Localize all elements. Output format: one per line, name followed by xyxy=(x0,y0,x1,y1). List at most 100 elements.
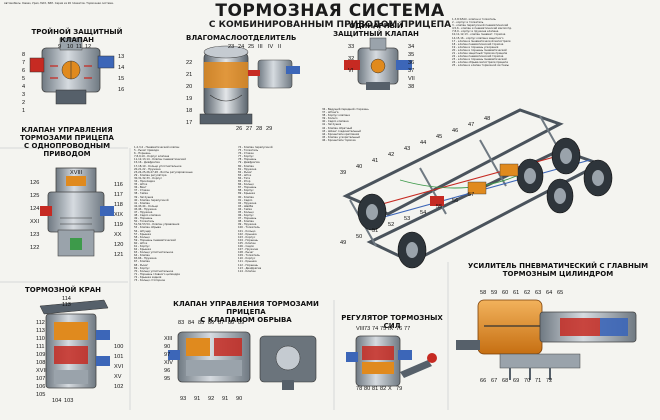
callout-number: XIX xyxy=(114,212,124,218)
legend-line: 37 - Штанга xyxy=(322,111,339,115)
callout-number: 36 xyxy=(408,60,415,66)
legend-line: 40 - Седло клапана xyxy=(322,120,349,124)
legend-line: 18 - клапан пневматический тормоза xyxy=(452,42,504,46)
callout-number: VII xyxy=(408,76,415,82)
legend-line: 50 - Толкатель xyxy=(134,220,155,224)
callout-number: 119 xyxy=(114,222,123,228)
legend-line: 44 - Кронштейн крепления xyxy=(322,132,360,136)
callout-number: 78 xyxy=(356,386,363,392)
booster-drawing xyxy=(456,299,637,380)
callout-number: 82 xyxy=(380,386,387,392)
legend-line: 67 - Клапан xyxy=(134,260,150,264)
callout-number: 23 xyxy=(228,44,235,50)
callout-number: 91 xyxy=(194,396,201,402)
legend-line: 77 - Корпус xyxy=(238,155,254,159)
legend-line: 108 - Рычаг xyxy=(238,251,254,255)
legend-line: 39 - Колесо xyxy=(322,117,338,121)
callout-number: 125 xyxy=(30,193,40,199)
legend-line: 104 - Поршень xyxy=(238,238,258,242)
legend-line: 111 - Крышка xyxy=(238,260,257,264)
legend-line: 112 - Поршень xyxy=(238,263,258,267)
legend-line: 69 - Корпус xyxy=(134,266,150,270)
legend-line: 87 - Поршень xyxy=(238,186,257,190)
callout-number: 79 xyxy=(396,386,403,392)
legend-line: 17,18,19 - Кольцо уплотнительное xyxy=(134,164,182,168)
callout-number: 22 xyxy=(186,60,193,66)
callout-number: 111 xyxy=(36,344,45,350)
legend-line: 23,24,25,26,27,28 - Болты регулировочные xyxy=(134,170,193,174)
callout-number: IX xyxy=(388,326,394,332)
legend-line: 78 - Поршень xyxy=(238,158,257,162)
callout-number: 126 xyxy=(30,180,40,186)
legend-line: 40 - Клапан перепускной xyxy=(134,198,169,202)
legend-line: 15,16 - Диафрагма xyxy=(134,161,160,165)
legend-line: 113 - Диафрагма xyxy=(238,266,262,270)
legend-line: 94 - Гайка xyxy=(238,207,252,211)
legend-line: 37 - Стакан xyxy=(134,189,150,193)
legend-line: 35 - Шток xyxy=(134,183,148,187)
legend-line: 83 - Шток xyxy=(238,173,252,177)
callout-number: 39 xyxy=(340,170,347,176)
callout-number: 103 xyxy=(64,398,74,404)
legend-line: 93 - Шайба xyxy=(238,204,254,208)
callout-number: 77 xyxy=(404,326,411,332)
callout-number: 65 xyxy=(557,290,564,296)
legend-line: 80 - Клапан xyxy=(238,164,254,168)
legend-line: 89 - Крышка xyxy=(238,192,255,196)
legend-line: 74 - Клапан перепускной xyxy=(238,146,273,149)
callout-number: 92 xyxy=(208,396,215,402)
callout-number: 16 xyxy=(118,87,125,93)
callout-number: 71 xyxy=(535,378,542,384)
callout-number: 50 xyxy=(356,234,363,240)
callout-number: 20 xyxy=(186,84,193,90)
caption-single-valve: ОДИНАРНЫЙ ЗАЩИТНЫЙ КЛАПАН xyxy=(333,22,419,38)
legend-line: 4,5,6 - клапан и пневматический маслоотд… xyxy=(452,27,512,31)
legend-line: 58 - Кольцо xyxy=(134,235,150,239)
brake-pedal-lever xyxy=(39,299,109,315)
callout-number: X xyxy=(388,386,392,392)
legend-line: 5 - Рычаг привода xyxy=(134,149,159,153)
legend-line: 49 - Поршень xyxy=(134,217,153,221)
callout-number: 6 xyxy=(22,68,26,74)
callout-number: 109 xyxy=(36,352,46,358)
callout-number: 12 xyxy=(85,44,92,50)
legend-line: 59 - Поршень пневматический xyxy=(134,238,176,242)
callout-number: 32 xyxy=(348,56,355,62)
callout-number: 73 xyxy=(364,326,371,332)
legend-line: 102 - Крышка xyxy=(238,232,257,236)
legend-line: 75 - Толкатель xyxy=(238,149,259,153)
legend-line: 88 - Корпус xyxy=(238,189,254,193)
callout-number: 70 xyxy=(524,378,531,384)
legend-line: 64 - Клапан xyxy=(134,254,150,258)
legend-line: 62 - Крышка xyxy=(134,248,151,252)
legend-line: 84 - Тяга xyxy=(238,176,250,180)
legend-line: 41 - Клапан xyxy=(134,201,150,205)
callout-number: 7 xyxy=(22,60,26,66)
callout-number: 113 xyxy=(62,302,71,308)
callout-number: 2 xyxy=(22,100,26,106)
moisture-separator-drawing xyxy=(199,45,300,125)
callout-number: 3 xyxy=(22,92,26,98)
callout-number: 107 xyxy=(36,376,46,382)
callout-number: 52 xyxy=(388,222,395,228)
caption-brake-valve: ТОРМОЗНОЙ КРАН xyxy=(25,286,101,294)
trailer-control-single-drawing xyxy=(40,167,114,257)
callout-number: 37 xyxy=(408,68,415,74)
legend-line: 38 - Гайка xyxy=(134,192,148,196)
callout-number: 113 xyxy=(36,328,45,334)
callout-number: 48 xyxy=(484,116,491,122)
callout-number: 53 xyxy=(404,216,411,222)
callout-number: 10 xyxy=(67,44,74,50)
legend-line: 105 - Клапан xyxy=(238,241,256,245)
legend-line: 23 - клапан и поршень пневматический xyxy=(452,58,507,62)
legend-line: 42 - Клапан обратный xyxy=(322,126,353,130)
legend-line: 60 - Шток xyxy=(134,241,148,245)
legend-line: 48 - Седло клапана xyxy=(134,214,161,218)
legend-line: 7,8,9,10 - Корпус клапана xyxy=(134,155,170,159)
legend-line: 63 - Кольцо уплотнительное xyxy=(134,251,174,255)
callout-number: 76 xyxy=(396,326,403,332)
brake-valve-drawing xyxy=(39,299,110,389)
callout-number: XVIII xyxy=(70,170,83,176)
callout-number: 102 xyxy=(114,384,124,390)
